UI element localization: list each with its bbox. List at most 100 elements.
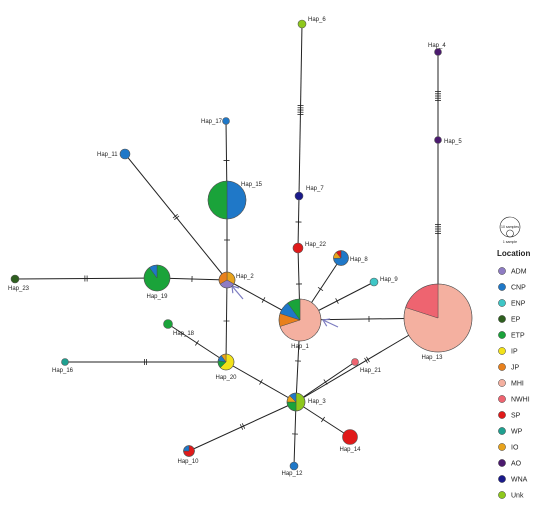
label-hap-9: Hap_9 bbox=[380, 277, 398, 283]
slice-ENP bbox=[369, 277, 379, 287]
mutation-tick bbox=[335, 298, 339, 304]
mutation-tick bbox=[239, 424, 244, 430]
node-hap-15 bbox=[207, 180, 247, 220]
node-outline bbox=[278, 298, 322, 342]
node-hap-8 bbox=[333, 250, 349, 266]
mutation-tick bbox=[259, 379, 263, 385]
node-hap-11 bbox=[119, 148, 131, 160]
legend-swatch-jp bbox=[498, 363, 506, 371]
node-outline bbox=[217, 353, 235, 371]
edge-Hap_3-Hap_10 bbox=[188, 401, 297, 452]
legend-swatch-adm bbox=[498, 267, 506, 275]
slice-CNP bbox=[222, 117, 230, 125]
haplotype-nodes bbox=[10, 19, 473, 471]
legend-label-jp: JP bbox=[511, 365, 520, 372]
slice-Unk bbox=[297, 19, 307, 29]
node-outline bbox=[218, 271, 236, 289]
slice-SP bbox=[342, 429, 358, 445]
mutation-tick bbox=[364, 357, 368, 364]
label-hap-2: Hap_2 bbox=[236, 274, 254, 280]
node-hap-18 bbox=[163, 319, 173, 329]
label-hap-12: Hap_12 bbox=[281, 471, 303, 477]
legend-label-mhi: MHI bbox=[511, 381, 524, 388]
slice-WNA bbox=[294, 191, 304, 201]
node-hap-23 bbox=[10, 274, 20, 284]
slice-ETP bbox=[207, 180, 228, 220]
legend-label-ep: EP bbox=[511, 317, 521, 324]
label-hap-21: Hap_21 bbox=[360, 368, 382, 374]
legend-swatch-wna bbox=[498, 475, 506, 483]
legend-title: Location bbox=[497, 249, 530, 258]
node-hap-22 bbox=[292, 242, 304, 254]
legend-label-sp: SP bbox=[511, 413, 521, 420]
node-hap-17 bbox=[222, 117, 230, 125]
arrow-hap-1 bbox=[322, 318, 339, 328]
mutation-tick bbox=[174, 215, 180, 221]
slice-Unk bbox=[295, 392, 306, 412]
node-outline bbox=[207, 180, 247, 220]
network-edges bbox=[14, 23, 441, 467]
legend-label-etp: ETP bbox=[511, 333, 525, 340]
label-hap-11: Hap_11 bbox=[97, 152, 118, 158]
node-hap-7 bbox=[294, 191, 304, 201]
edge-Hap_23-Hap_19 bbox=[14, 277, 158, 280]
label-hap-22: Hap_22 bbox=[305, 242, 327, 248]
label-hap-16: Hap_16 bbox=[52, 368, 74, 374]
label-hap-19: Hap_19 bbox=[146, 294, 168, 300]
mutation-tick bbox=[195, 340, 199, 346]
mutation-tick bbox=[366, 356, 370, 363]
node-hap-2 bbox=[218, 271, 236, 289]
label-hap-8: Hap_8 bbox=[350, 257, 368, 263]
legend-label-adm: ADM bbox=[511, 269, 527, 276]
legend-label-enp: ENP bbox=[511, 301, 526, 308]
node-hap-9 bbox=[369, 277, 379, 287]
node-hap-1 bbox=[278, 298, 322, 342]
node-outline bbox=[333, 250, 349, 266]
slice-NWHI bbox=[351, 358, 359, 366]
slice-WP bbox=[61, 358, 69, 366]
location-legend: Location ADMCNPENPEPETPIPJPMHINWHISPWPIO… bbox=[497, 249, 530, 500]
legend-label-ip: IP bbox=[511, 349, 518, 356]
legend-label-nwhi: NWHI bbox=[511, 397, 530, 404]
scale-label-large: 10 samples bbox=[501, 225, 519, 229]
haplotype-labels: Hap_1Hap_2Hap_3Hap_4Hap_5Hap_6Hap_7Hap_8… bbox=[8, 17, 462, 477]
node-outline bbox=[183, 445, 195, 457]
mutation-tick bbox=[172, 213, 178, 219]
legend-label-wp: WP bbox=[511, 429, 523, 436]
legend-swatch-unk bbox=[498, 491, 506, 499]
legend-swatch-ao bbox=[498, 459, 506, 467]
legend-swatch-enp bbox=[498, 299, 506, 307]
legend-label-io: IO bbox=[511, 445, 519, 452]
legend-label-wna: WNA bbox=[511, 477, 528, 484]
label-hap-18: Hap_18 bbox=[173, 331, 195, 337]
slice-CNP bbox=[289, 461, 299, 471]
legend-swatch-io bbox=[498, 443, 506, 451]
legend-swatch-ip bbox=[498, 347, 506, 355]
mutation-tick bbox=[321, 416, 325, 423]
mutation-tick bbox=[261, 297, 266, 303]
slice-AO bbox=[434, 48, 442, 56]
legend-swatch-ep bbox=[498, 315, 506, 323]
slice-CNP bbox=[119, 148, 131, 160]
label-hap-17: Hap_17 bbox=[201, 119, 223, 125]
node-hap-10 bbox=[183, 445, 195, 457]
label-hap-7: Hap_7 bbox=[306, 186, 324, 192]
mutation-tick bbox=[323, 379, 328, 385]
node-hap-20 bbox=[217, 353, 235, 371]
legend-label-ao: AO bbox=[511, 461, 522, 468]
edge-Hap_11-Hap_2 bbox=[124, 153, 228, 281]
label-hap-14: Hap_14 bbox=[339, 447, 361, 453]
node-hap-3 bbox=[286, 392, 306, 412]
scale-circle-small bbox=[506, 229, 514, 238]
size-scale: 10 samples 1 sample bbox=[499, 216, 521, 244]
legend-swatch-wp bbox=[498, 427, 506, 435]
slice-AO bbox=[434, 136, 442, 144]
label-hap-5: Hap_5 bbox=[444, 139, 462, 145]
node-hap-12 bbox=[289, 461, 299, 471]
label-hap-15: Hap_15 bbox=[241, 182, 263, 188]
legend-swatch-cnp bbox=[498, 283, 506, 291]
node-hap-16 bbox=[61, 358, 69, 366]
scale-label-small: 1 sample bbox=[503, 240, 517, 244]
node-hap-5 bbox=[434, 136, 442, 144]
